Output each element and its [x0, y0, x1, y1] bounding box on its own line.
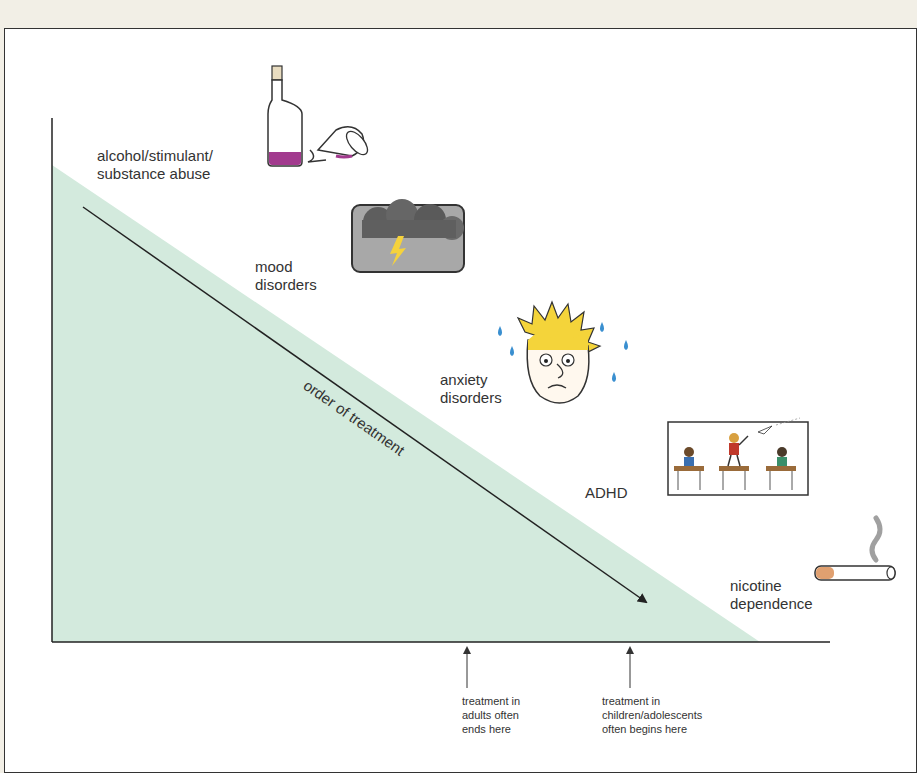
bottle-icon [268, 66, 371, 166]
x-axis [52, 641, 830, 643]
disorder-label: alcohol/stimulant/ substance abuse [97, 147, 247, 183]
classroom-icon [668, 418, 808, 495]
cigarette-icon [815, 518, 895, 580]
anxious-face-icon [498, 302, 628, 403]
disorder-label: nicotine dependence [730, 577, 835, 613]
disorder-label: ADHD [585, 484, 645, 502]
disorder-label: mood disorders [255, 258, 335, 294]
pointer-arrow [467, 648, 468, 688]
pointer-arrow [630, 648, 631, 688]
green-wedge [52, 165, 760, 642]
storm-icon [352, 199, 464, 272]
axis-note: treatment in adults often ends here [462, 694, 542, 736]
axis-note: treatment in children/adolescents often … [602, 694, 722, 736]
y-axis [51, 118, 53, 642]
disorder-label: anxiety disorders [440, 371, 525, 407]
